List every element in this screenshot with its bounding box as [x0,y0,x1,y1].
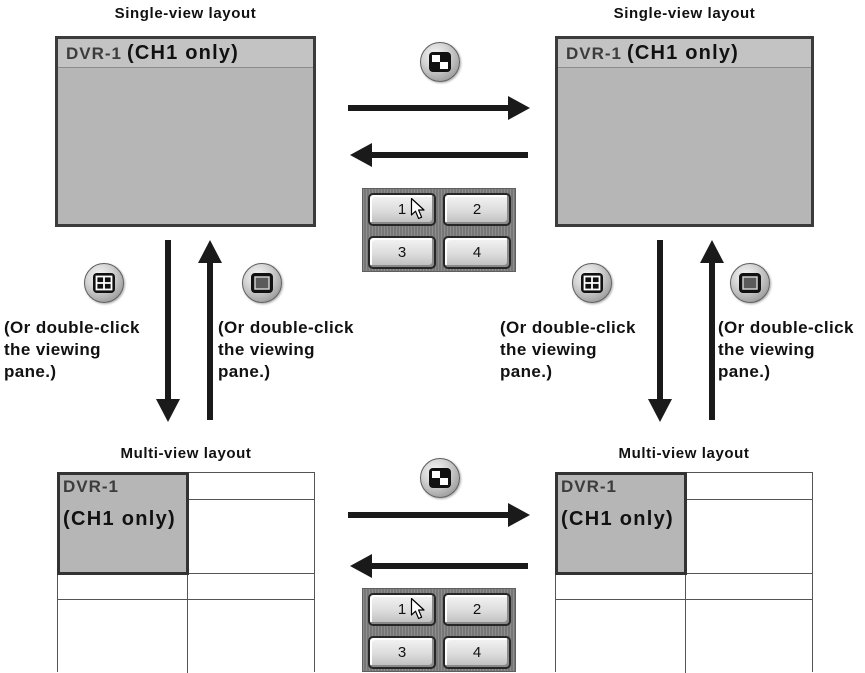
cell-header-line [58,599,187,600]
cell-header-line [188,599,314,600]
view-cell-3[interactable] [556,574,685,673]
single-view-pane-left[interactable]: DVR-1(CH1 only) [55,36,316,227]
quad-view-icon [581,273,603,293]
icon-pane [440,62,448,69]
arrow-down-left-column [156,240,180,422]
multi-view-grid-left: DVR-1 (CH1 only) [57,472,315,673]
channel-button-1[interactable]: 1 [368,193,436,226]
pane-header: DVR-1(CH1 only) [558,39,811,68]
single-view-pane-right[interactable]: DVR-1(CH1 only) [555,36,814,227]
dvr-name: DVR-1 [561,477,618,496]
active-view-cell-1[interactable]: DVR-1 (CH1 only) [555,472,687,575]
channel-buttons-panel-top: 1 2 3 4 [362,188,516,272]
arrow-up-left-column [198,240,222,420]
pane-header: DVR-1(CH1 only) [58,39,313,68]
note-line: (Or double-click [218,318,354,337]
single-view-button-right[interactable] [730,263,770,303]
channel-buttons-panel-bottom: 1 2 3 4 [362,588,516,672]
single-view-icon [251,273,273,293]
note-line: (Or double-click [4,318,140,337]
channel-button-2[interactable]: 2 [443,193,511,226]
note-line: the viewing [500,340,597,359]
note-line: the viewing [218,340,315,359]
icon-pane [440,478,448,485]
channel-label: (CH1 only) [63,508,176,530]
double-click-note-2: (Or double-click the viewing pane.) [218,317,354,383]
channel-label: (CH1 only) [127,42,240,64]
arrow-left-top [350,143,528,167]
arrow-left-bottom [350,554,528,578]
pointer-shape [410,197,425,220]
sequence-icon [429,468,451,488]
note-line: pane.) [500,362,553,381]
arrow-head [508,503,530,527]
note-line: (Or double-click [500,318,636,337]
pointer-shape [410,597,425,620]
single-view-button-left[interactable] [242,263,282,303]
icon-pane [254,276,270,290]
multi-view-layout-title-left: Multi-view layout [120,445,252,462]
multi-view-grid-right: DVR-1 (CH1 only) [555,472,813,673]
arrow-head [198,240,222,263]
note-line: pane.) [218,362,271,381]
switch-layout-button-top[interactable] [420,42,460,82]
mouse-pointer-icon [410,197,425,220]
cell-header-line [188,499,314,500]
channel-button-3[interactable]: 3 [368,636,436,669]
arrow-head [350,554,372,578]
view-cell-4[interactable] [188,574,314,673]
arrow-head [700,240,724,263]
double-click-note-1: (Or double-click the viewing pane.) [4,317,140,383]
channel-label: (CH1 only) [627,42,740,64]
sequence-icon [429,52,451,72]
view-cell-4[interactable] [686,574,812,673]
single-view-layout-title-left: Single-view layout [114,5,257,22]
cell-header-line [686,599,812,600]
channel-button-3[interactable]: 3 [368,236,436,269]
cell-header-line [556,599,685,600]
quad-view-icon [93,273,115,293]
channel-label: (CH1 only) [561,508,674,530]
arrow-head [350,143,372,167]
view-cell-3[interactable] [58,574,187,673]
note-line: (Or double-click [718,318,854,337]
multi-view-button-right[interactable] [572,263,612,303]
arrow-right-top [348,96,530,120]
note-line: pane.) [4,362,57,381]
channel-button-4[interactable]: 4 [443,236,511,269]
single-view-layout-title-right: Single-view layout [613,5,756,22]
icon-pane [432,55,440,62]
note-line: the viewing [4,340,101,359]
arrow-down-right-column [648,240,672,422]
dvr-name: DVR-1 [66,44,123,63]
dvr-name: DVR-1 [63,477,120,496]
icon-pane [742,276,758,290]
double-click-note-4: (Or double-click the viewing pane.) [718,317,854,383]
dvr-name: DVR-1 [566,44,623,63]
channel-button-1[interactable]: 1 [368,593,436,626]
arrow-right-bottom [348,503,530,527]
cell-header-line [686,499,812,500]
multi-view-button-left[interactable] [84,263,124,303]
icon-pane [432,471,440,478]
active-view-cell-1[interactable]: DVR-1 (CH1 only) [57,472,189,575]
double-click-note-3: (Or double-click the viewing pane.) [500,317,636,383]
arrow-up-right-column [700,240,724,420]
note-line: the viewing [718,340,815,359]
single-view-icon [739,273,761,293]
mouse-pointer-icon [410,597,425,620]
arrow-head [508,96,530,120]
channel-button-2[interactable]: 2 [443,593,511,626]
channel-button-4[interactable]: 4 [443,636,511,669]
view-cell-2[interactable] [188,473,314,573]
switch-layout-button-bottom[interactable] [420,458,460,498]
arrow-head [156,399,180,422]
note-line: pane.) [718,362,771,381]
multi-view-layout-title-right: Multi-view layout [618,445,750,462]
arrow-head [648,399,672,422]
view-cell-2[interactable] [686,473,812,573]
